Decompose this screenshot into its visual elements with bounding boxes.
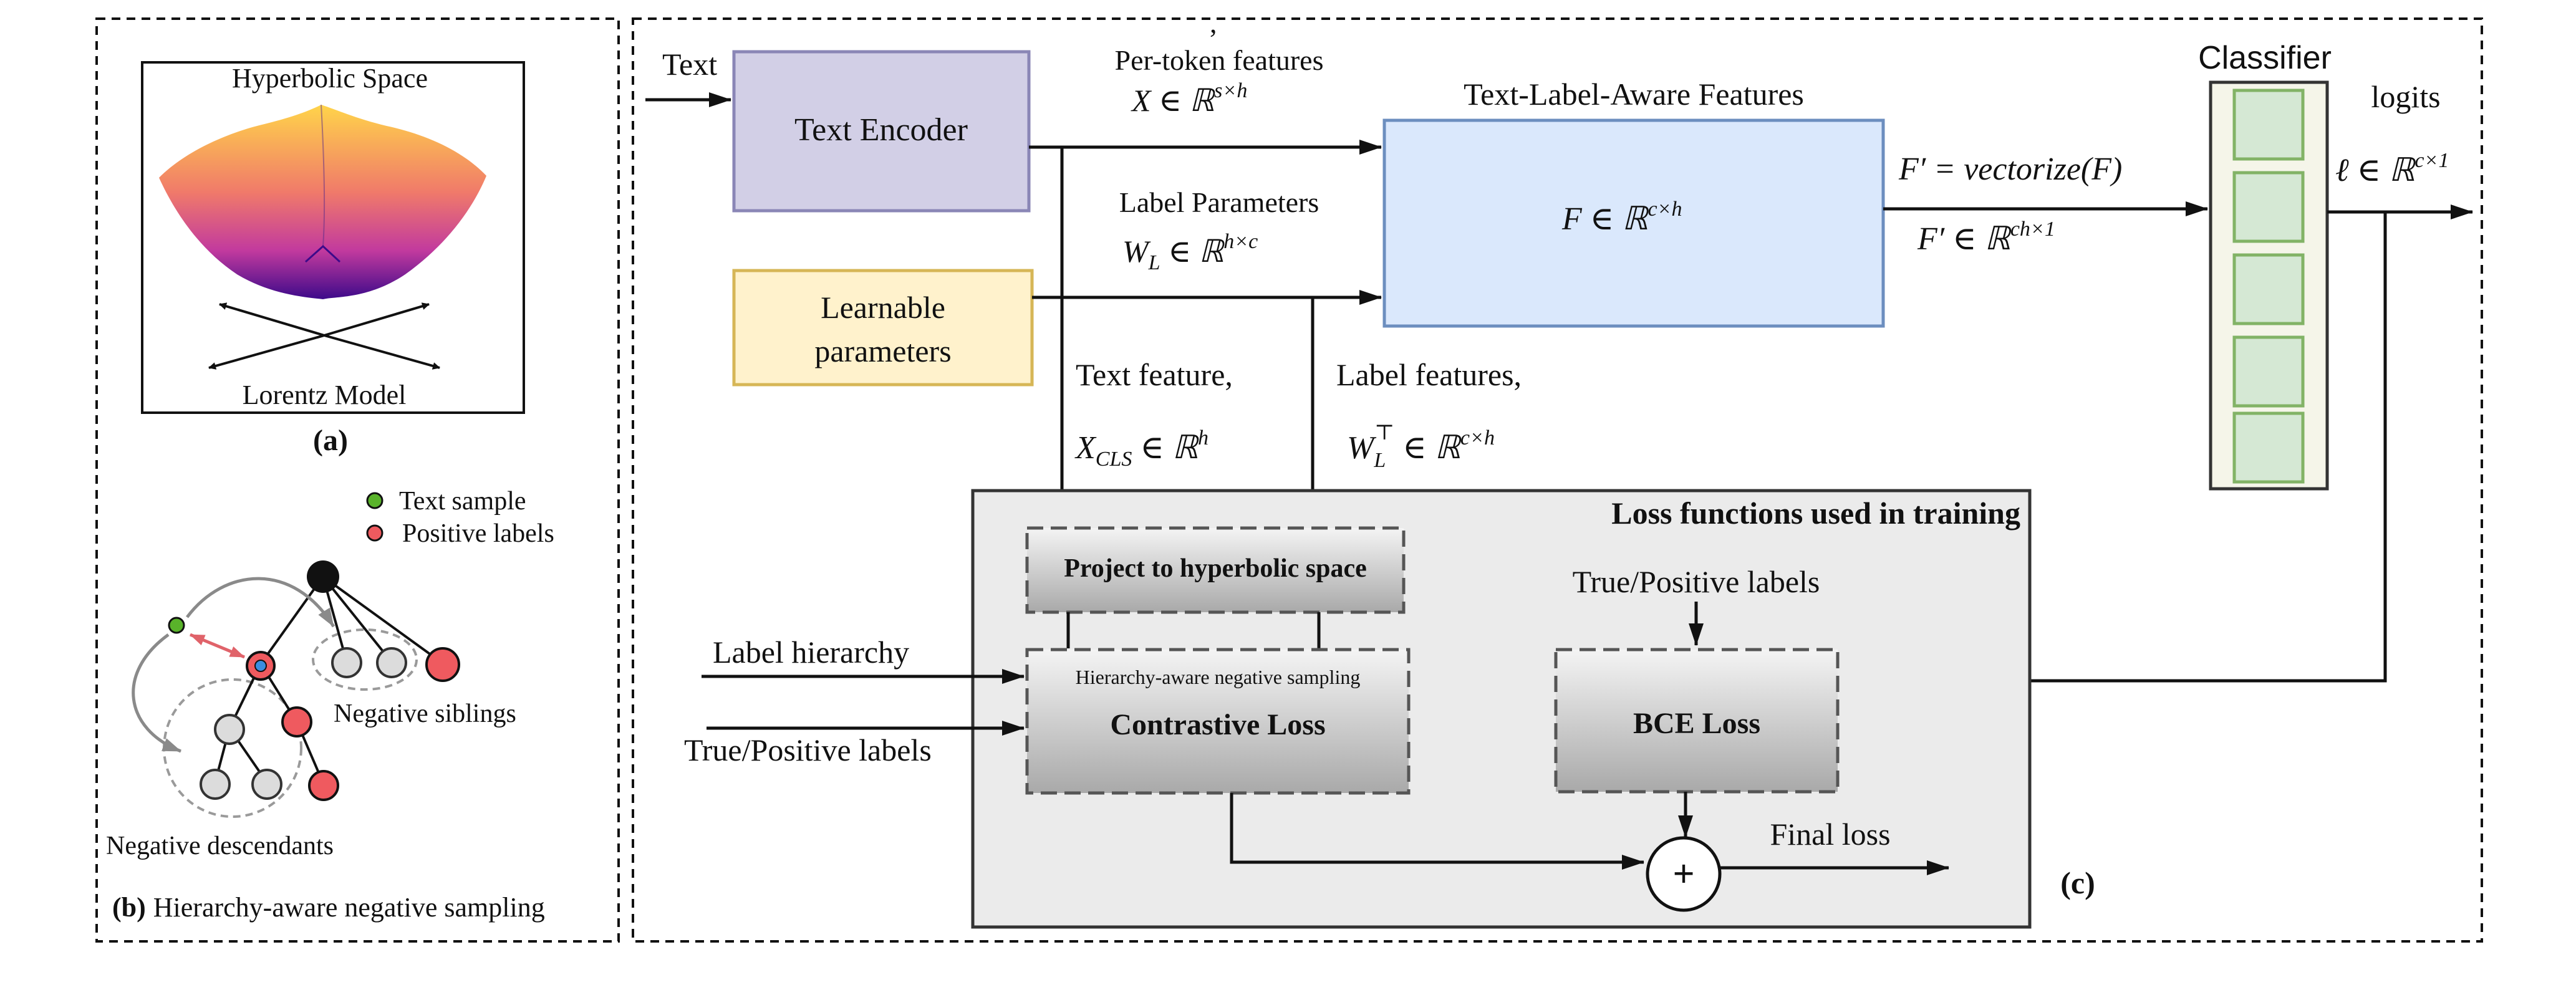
label-params-main: W (1122, 234, 1151, 269)
positive-label-node (281, 706, 312, 738)
vectorize-math: F′ = vectorize(F) (1898, 151, 2122, 187)
panel-c-frame (632, 17, 2483, 943)
input-text-label: Text (662, 47, 717, 82)
hier-neg-sampling-small-label: Hierarchy-aware negative sampling (1076, 666, 1361, 688)
panel-b-caption-letter: (b) (112, 892, 146, 923)
negative-descendant-node (200, 769, 231, 800)
label-features-sub: L (1373, 449, 1386, 472)
tla-math-sup: c×h (1647, 198, 1682, 221)
label-params-sub: L (1148, 251, 1160, 274)
label-params-rest: ∈ ℝ (1160, 234, 1225, 269)
label-params-sup: h×c (1223, 230, 1258, 253)
per-token-features-label: Per-token features (1115, 44, 1324, 76)
label-hierarchy-label: Label hierarchy (713, 635, 909, 670)
text-feature-sub: CLS (1096, 448, 1132, 471)
fprime-math: F′ ∈ ℝch×1 (1917, 218, 2055, 257)
classifier-cell (2232, 335, 2305, 408)
label-features-math: WL ⊤ ∈ ℝc×h (1347, 421, 1495, 472)
loss-functions-title: Loss functions used in training (1611, 496, 2020, 531)
sum-node (1646, 836, 1722, 912)
legend-text-sample-dot (366, 492, 384, 509)
text-sample-mapped-node (254, 660, 267, 672)
text-feature-main: X (1074, 430, 1097, 466)
text-feature-rest: ∈ ℝ (1132, 430, 1199, 466)
per-token-features-math: X ∈ ℝs×h (1131, 79, 1247, 118)
label-features-sup: c×h (1460, 426, 1495, 449)
text-encoder-box (732, 50, 1031, 213)
classifier-cell (2232, 411, 2305, 484)
root-node (307, 560, 339, 593)
project-hyperbolic-label: Project to hyperbolic space (1064, 554, 1367, 583)
label-features-supT: ⊤ (1374, 421, 1394, 444)
lorentz-surface (159, 104, 486, 299)
text-encoder-label: Text Encoder (794, 112, 968, 148)
bce-loss-box (1554, 648, 1840, 794)
panel-c-caption: (c) (2060, 865, 2095, 900)
fprime-math-sup: ch×1 (2010, 218, 2055, 241)
true-positive-labels-left: True/Positive labels (684, 733, 932, 767)
contrastive-loss-label: Contrastive Loss (1110, 708, 1325, 741)
bce-loss-label: BCE Loss (1633, 707, 1760, 740)
per-token-math-sup: s×h (1214, 79, 1247, 102)
classifier-title: Classifier (2198, 40, 2332, 76)
tla-math-main: F ∈ ℝ (1561, 201, 1649, 237)
label-features-rest: ∈ ℝ (1394, 430, 1462, 466)
project-hyperbolic-box (1025, 526, 1406, 614)
lorentz-cone-lines (208, 302, 440, 370)
positive-pull-arrow (190, 633, 245, 659)
logits-math-sup: c×1 (2414, 149, 2449, 172)
sum-node-symbol: + (1672, 853, 1694, 895)
lorentz-model-label: Lorentz Model (243, 380, 407, 410)
contrastive-loss-box (1025, 648, 1411, 795)
panel-b-caption-text: Hierarchy-aware negative sampling (153, 892, 545, 923)
contrastive-to-sum-arrow (1230, 793, 1644, 870)
label-features-main: W (1347, 430, 1377, 466)
legend-positive-dot (366, 524, 384, 542)
classifier-cell (2232, 89, 2305, 161)
final-loss-label: Final loss (1770, 817, 1890, 852)
per-token-math-main: X ∈ ℝ (1131, 83, 1216, 118)
hyperbolic-space-title: Hyperbolic Space (232, 63, 428, 94)
logits-math-main: ℓ ∈ ℝ (2335, 153, 2416, 188)
panel-ab-frame (95, 17, 620, 943)
descendant-push-arrow (132, 633, 181, 753)
label-parameters-label: Label Parameters (1119, 186, 1319, 218)
text-sample-node (168, 617, 185, 634)
tla-features-title: Text-Label-Aware Features (1464, 77, 1804, 112)
legend-positive-label: Positive labels (402, 519, 554, 548)
text-feature-label: Text feature, (1076, 357, 1233, 392)
text-feature-sup: h (1198, 426, 1208, 449)
per-token-comma: , (1210, 7, 1217, 39)
panel-b-caption: (b)Hierarchy-aware negative sampling (112, 892, 545, 923)
negative-siblings-group (312, 628, 418, 691)
negative-descendants-label: Negative descendants (106, 832, 334, 860)
label-features-label: Label features, (1336, 357, 1522, 392)
label-parameters-math: WL ∈ ℝh×c (1122, 230, 1258, 274)
negative-sibling-node (331, 647, 362, 678)
negative-siblings-label: Negative siblings (334, 699, 516, 728)
negative-descendant-node (251, 769, 282, 800)
positive-label-node (425, 647, 460, 682)
negative-descendants-group (163, 678, 302, 818)
learnable-label-line1: Learnable (821, 290, 945, 325)
learnable-parameters-box (732, 269, 1034, 387)
logits-label: logits (2371, 79, 2440, 114)
positive-label-node (308, 770, 339, 801)
classifier-cell (2232, 171, 2305, 243)
text-feature-math: XCLS ∈ ℝh (1074, 426, 1208, 471)
panel-a-caption: (a) (313, 424, 348, 457)
tla-features-box (1382, 118, 1885, 328)
true-positive-labels-top: True/Positive labels (1573, 564, 1820, 599)
fprime-math-main: F′ ∈ ℝ (1917, 221, 2012, 257)
learnable-label-line2: parameters (814, 334, 951, 368)
classifier-cell (2232, 253, 2305, 325)
logits-math: ℓ ∈ ℝc×1 (2335, 149, 2449, 188)
negative-sibling-node (376, 647, 407, 678)
legend-text-sample-label: Text sample (399, 487, 526, 516)
negative-descendant-node (214, 714, 245, 745)
sibling-push-arrow (186, 577, 335, 628)
tla-features-math: F ∈ ℝc×h (1561, 198, 1682, 237)
